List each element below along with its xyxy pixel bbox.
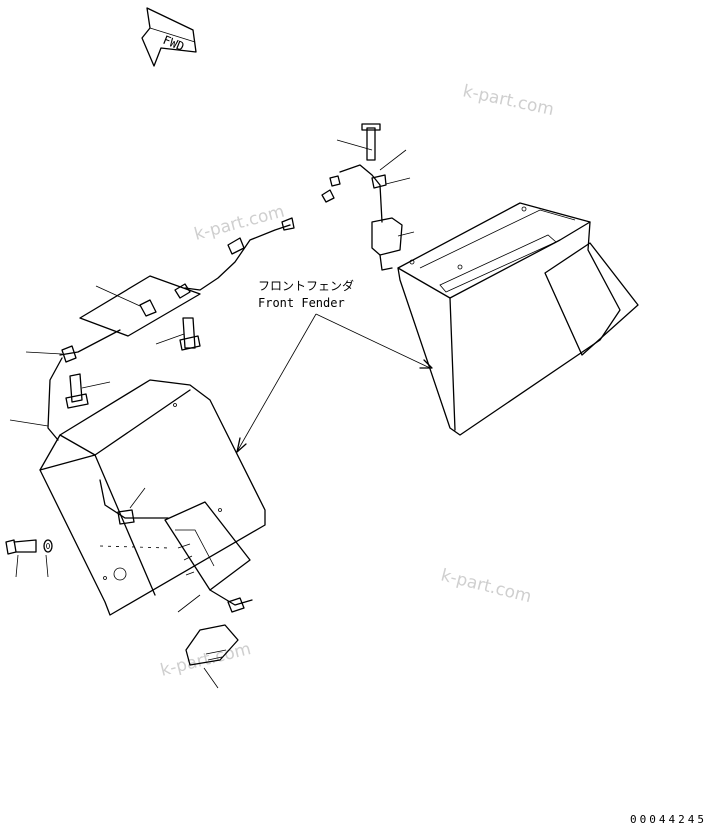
watermark: k-part.com bbox=[158, 639, 253, 681]
callout-label-jp: フロントフェンダ bbox=[258, 278, 354, 293]
drawing-code: 00044245 bbox=[630, 813, 707, 826]
watermark: k-part.com bbox=[461, 81, 556, 120]
callout-label-en: Front Fender bbox=[258, 296, 345, 310]
left-front-fender bbox=[39, 379, 266, 689]
left-harness bbox=[9, 217, 295, 441]
fwd-arrow-marker: FWD bbox=[141, 7, 197, 67]
right-harness bbox=[321, 123, 415, 271]
front-fender-callout: フロントフェンダ Front Fender bbox=[236, 278, 433, 453]
bolt-and-washer bbox=[5, 539, 171, 578]
watermark: k-part.com bbox=[439, 565, 534, 607]
right-front-fender bbox=[397, 202, 639, 436]
